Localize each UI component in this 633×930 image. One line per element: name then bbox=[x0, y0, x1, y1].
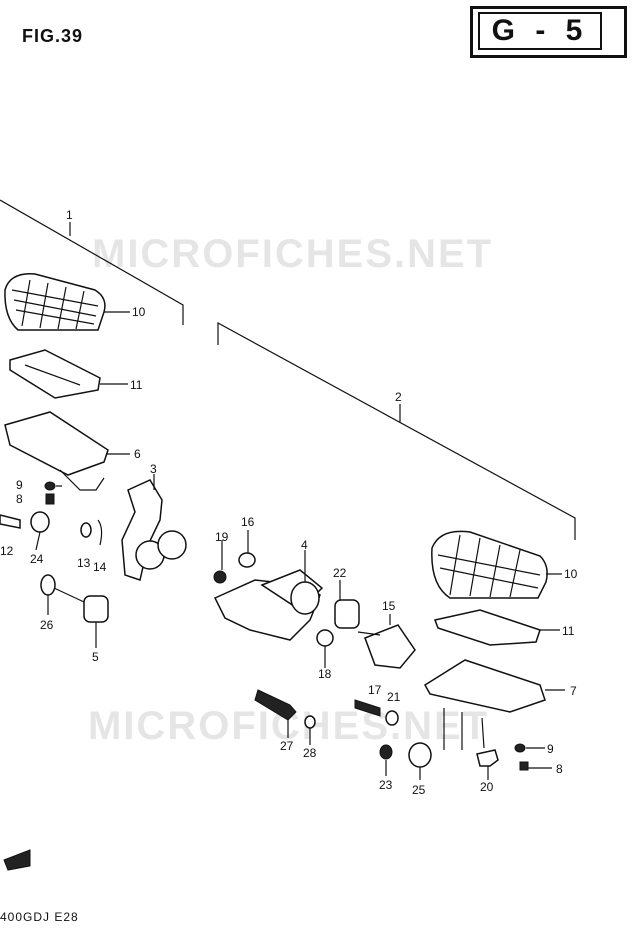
part-number: 24 bbox=[30, 552, 44, 566]
part-number: 14 bbox=[93, 560, 107, 574]
section-box bbox=[470, 6, 627, 58]
direction-arrow-icon bbox=[3, 849, 31, 871]
part-number: 4 bbox=[301, 538, 308, 552]
part-number: 10 bbox=[564, 567, 578, 581]
assembly-2-bracket bbox=[217, 321, 576, 540]
part-number: 5 bbox=[92, 650, 99, 664]
left-small-parts bbox=[0, 481, 109, 623]
part-number: 19 bbox=[215, 530, 229, 544]
part-number: 6 bbox=[134, 447, 141, 461]
part-number: 9 bbox=[547, 742, 554, 756]
footpeg-bracket-left bbox=[4, 411, 130, 491]
part-number: 1 bbox=[66, 208, 73, 222]
footpeg-plate-left bbox=[9, 349, 128, 399]
footpeg-shaft bbox=[357, 614, 416, 669]
part-number: 3 bbox=[150, 462, 157, 476]
hanger-right bbox=[213, 552, 360, 647]
part-number: 16 bbox=[241, 515, 255, 529]
part-number: 11 bbox=[130, 378, 143, 392]
part-number: 13 bbox=[77, 556, 91, 570]
part-number: 21 bbox=[387, 690, 401, 704]
section-inner-box bbox=[478, 12, 602, 50]
part-number: 2 bbox=[395, 390, 402, 404]
footpeg-plate-right bbox=[433, 609, 560, 646]
footpeg-rubber-left bbox=[4, 273, 130, 331]
part-number: 9 bbox=[16, 478, 23, 492]
right-small-parts bbox=[254, 689, 529, 771]
leader-lines bbox=[35, 485, 552, 780]
part-number: 18 bbox=[318, 667, 332, 681]
part-number: 26 bbox=[40, 618, 54, 632]
watermark-top: MICROFICHES.NET bbox=[92, 232, 494, 276]
part-number: 15 bbox=[382, 599, 396, 613]
section-code: G - 5 bbox=[491, 14, 589, 47]
part-number: 11 bbox=[562, 624, 575, 638]
part-number: 27 bbox=[280, 739, 294, 753]
hanger-left bbox=[121, 474, 187, 581]
part-number: 25 bbox=[412, 783, 426, 797]
assembly-1-bracket bbox=[0, 199, 184, 325]
figure-label: FIG.39 bbox=[22, 26, 84, 46]
model-code: 400GDJ E28 bbox=[0, 910, 79, 924]
part-number: 28 bbox=[303, 746, 317, 760]
footpeg-bracket-right bbox=[423, 659, 565, 713]
part-number: 17 bbox=[368, 683, 382, 697]
footpeg-rubber-right bbox=[431, 530, 562, 599]
part-number: 10 bbox=[132, 305, 146, 319]
part-number: 8 bbox=[16, 492, 23, 506]
part-number: 8 bbox=[556, 762, 563, 776]
part-number: 7 bbox=[570, 684, 577, 698]
part-number: 22 bbox=[333, 566, 347, 580]
part-number: 23 bbox=[379, 778, 393, 792]
part-number: 12 bbox=[0, 544, 14, 558]
part-number: 20 bbox=[480, 780, 494, 794]
